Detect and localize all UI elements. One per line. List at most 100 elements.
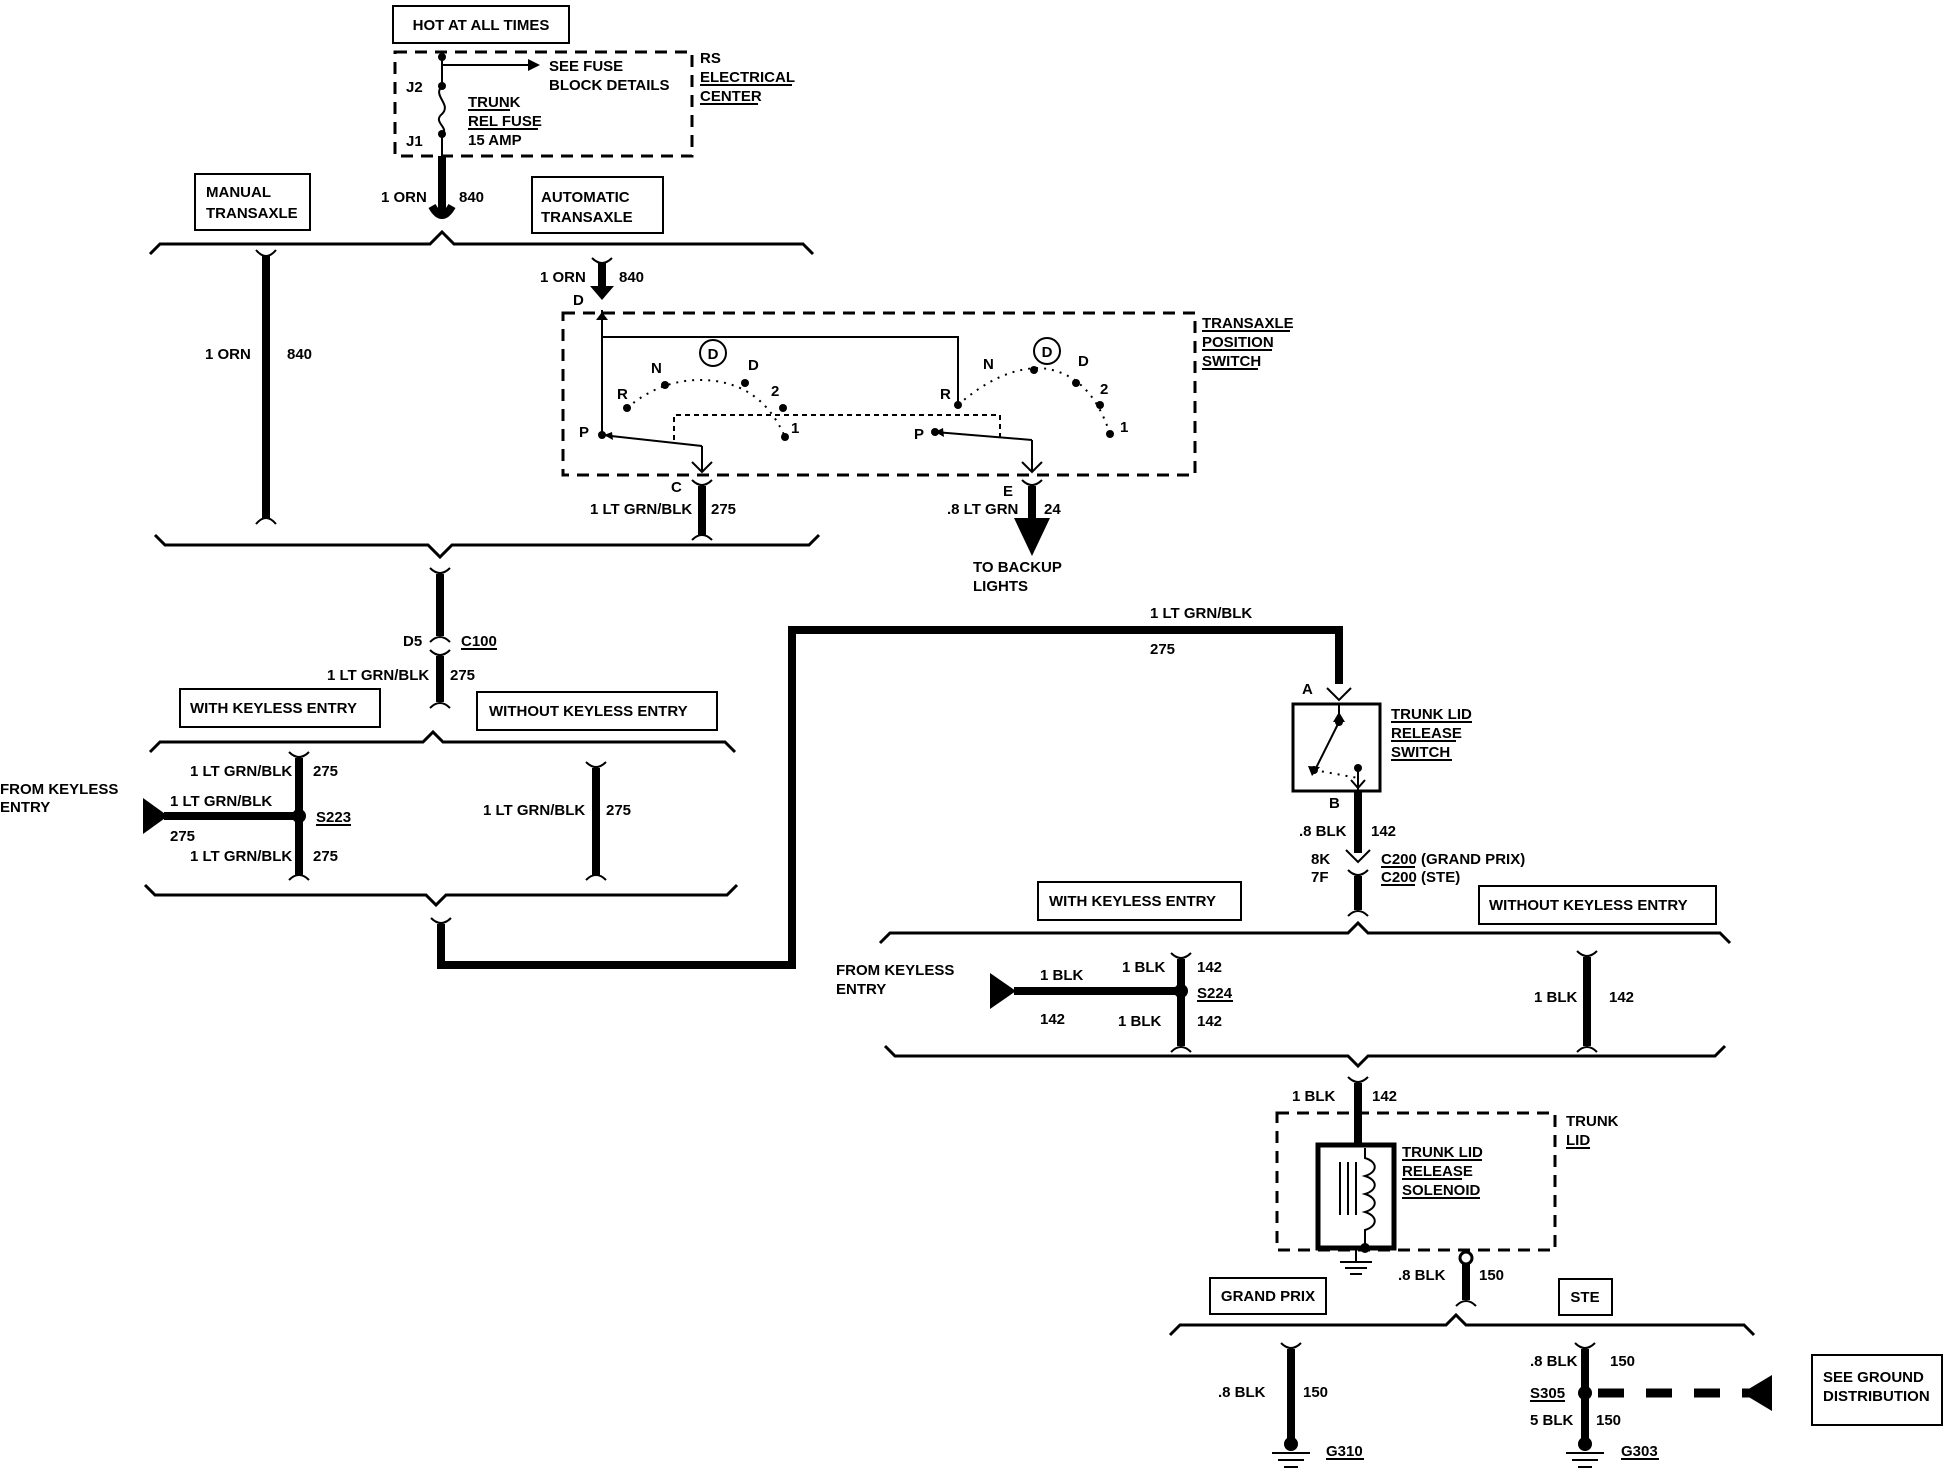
w150-sol-label: 150 — [1479, 1267, 1504, 1284]
d-label-1: D — [748, 357, 759, 374]
s224-top-w-label: 1 BLK — [1122, 959, 1166, 976]
s223-bot-w-label: 1 LT GRN/BLK — [190, 848, 292, 865]
g303-label: G303 — [1621, 1443, 1658, 1460]
j2-label: J2 — [406, 79, 423, 96]
s224-top-n-label: 142 — [1197, 959, 1222, 976]
splice-s224: FROM KEYLESS ENTRY 1 BLK 142 1 BLK 142 S… — [836, 952, 1233, 1053]
option-bar-keyless-bottom — [143, 883, 739, 908]
d-circle-label-1: D — [708, 346, 719, 363]
p-label-2: P — [914, 426, 924, 443]
wire-142-solenoid: 1 BLK 142 — [1292, 1076, 1397, 1145]
gp-w-label: .8 BLK — [1218, 1384, 1266, 1401]
tlrs-label-1: TRUNK LID — [1391, 706, 1472, 723]
without-keyless-box-2: WITHOUT KEYLESS ENTRY — [1478, 885, 1717, 925]
j1-label: J1 — [406, 133, 423, 150]
see-ground-label-1: SEE GROUND — [1823, 1369, 1924, 1386]
hot-at-all-times-box: HOT AT ALL TIMES — [392, 5, 570, 44]
ste-label: STE — [1570, 1289, 1599, 1306]
see-fuse-label-1: SEE FUSE — [549, 58, 623, 75]
ste-top-w-label: .8 BLK — [1530, 1353, 1578, 1370]
s223-left-n-label: 275 — [170, 828, 195, 845]
wire-150-solenoid: .8 BLK 150 — [1398, 1250, 1504, 1307]
one-label-1: 1 — [791, 420, 799, 437]
nokey-1-n-label: 275 — [606, 802, 631, 819]
s305-label: S305 — [1530, 1385, 1565, 1402]
backup-label-1: TO BACKUP — [973, 559, 1062, 576]
ste-bot-n-label: 150 — [1596, 1412, 1621, 1429]
manual-label-1: MANUAL — [206, 184, 271, 201]
splice-s305-ground-g303: .8 BLK 150 S305 5 BLK 150 G303 — [1530, 1342, 1782, 1468]
manual-label-2: TRANSAXLE — [206, 205, 298, 222]
nokey-1-w-label: 1 LT GRN/BLK — [483, 802, 585, 819]
hot-at-all-times-label: HOT AT ALL TIMES — [413, 17, 550, 34]
s224-left-n-label: 142 — [1040, 1011, 1065, 1028]
r-label-1: R — [617, 386, 628, 403]
rs-label: RS — [700, 50, 721, 67]
trunk-lid-release-switch: A TRUNK LID RELEASE SWITCH — [1291, 681, 1472, 793]
w142-sw-label: 142 — [1371, 823, 1396, 840]
w840-top-label: 840 — [459, 189, 484, 206]
ltgrn-275-tps-label: 1 LT GRN/BLK — [590, 501, 692, 518]
option-bar-keyless2-bottom — [883, 1044, 1727, 1069]
ste-box: STE — [1558, 1278, 1613, 1316]
manual-transaxle-box: MANUAL TRANSAXLE — [194, 173, 311, 231]
with-keyless-box-2: WITH KEYLESS ENTRY — [1037, 881, 1242, 921]
wire-142-c200: B .8 BLK 142 8K 7F C200 (GRAND PRIX) C20… — [1299, 791, 1525, 917]
option-bar-ground — [1168, 1312, 1756, 1337]
s223-bot-n-label: 275 — [313, 848, 338, 865]
option-bar-keyless-top — [148, 729, 737, 754]
transaxle-position-switch: TRANSAXLE POSITION SWITCH D R N D 2 P 1 — [561, 310, 1294, 477]
sol-label-2: RELEASE — [1402, 1163, 1473, 1180]
trunk-rel-label-1: TRUNK — [468, 94, 521, 111]
pin-a-label: A — [1302, 681, 1313, 698]
trunk-rel-label-2: REL FUSE — [468, 113, 542, 130]
without-keyless-box-1: WITHOUT KEYLESS ENTRY — [476, 691, 718, 731]
wire-142-no-keyless: 1 BLK 142 — [1534, 950, 1634, 1053]
grand-prix-box: GRAND PRIX — [1209, 1277, 1327, 1315]
tps-label-2: POSITION — [1202, 334, 1274, 351]
with-keyless-box-1: WITH KEYLESS ENTRY — [179, 688, 381, 728]
w840-left-label: 840 — [287, 346, 312, 363]
trunk-rel-fuse: J2 J1 SEE FUSE BLOCK DETAILS TRUNK REL F… — [406, 53, 670, 156]
orn-top-label: 1 ORN — [381, 189, 427, 206]
blk150-sol-label: .8 BLK — [1398, 1267, 1446, 1284]
from-keyless-1a-label: FROM KEYLESS — [0, 781, 118, 798]
trunk-rel-label-3: 15 AMP — [468, 132, 522, 149]
two-label-1: 2 — [771, 383, 779, 400]
see-ground-distribution-box: SEE GROUND DISTRIBUTION — [1811, 1354, 1943, 1426]
from-keyless-2a-label: FROM KEYLESS — [836, 962, 954, 979]
trunk-lid-label-2: LID — [1566, 1132, 1590, 1149]
ste-top-n-label: 150 — [1610, 1353, 1635, 1370]
sol-label-1: TRUNK LID — [1402, 1144, 1483, 1161]
p-label-1: P — [579, 424, 589, 441]
ground-g310: .8 BLK 150 G310 — [1218, 1342, 1364, 1468]
c100-label: C100 — [461, 633, 497, 650]
ste-bot-w-label: 5 BLK — [1530, 1412, 1574, 1429]
s223-top-n-label: 275 — [313, 763, 338, 780]
trunk-lid-release-solenoid: TRUNK LID TRUNK LID RELEASE SOLENOID — [1275, 1111, 1619, 1275]
option-bar-transaxle-top — [148, 229, 815, 256]
backup-label-2: LIGHTS — [973, 578, 1028, 595]
without-keyless-label-1: WITHOUT KEYLESS ENTRY — [489, 703, 688, 720]
sol-label-3: SOLENOID — [1402, 1182, 1481, 1199]
pin-e-label: E — [1003, 483, 1013, 500]
w275-tps-label: 275 — [711, 501, 736, 518]
option-bar-transaxle-bottom — [153, 533, 821, 560]
see-fuse-label-2: BLOCK DETAILS — [549, 77, 670, 94]
trunk-lid-label-1: TRUNK — [1566, 1113, 1619, 1130]
without-keyless-label-2: WITHOUT KEYLESS ENTRY — [1489, 897, 1688, 914]
top-run-w-label: 1 LT GRN/BLK — [1150, 605, 1252, 622]
gp-n-label: 150 — [1303, 1384, 1328, 1401]
grand-prix-label: GRAND PRIX — [1221, 1288, 1315, 1305]
g310-label: G310 — [1326, 1443, 1363, 1460]
blk142-sw-label: .8 BLK — [1299, 823, 1347, 840]
d-label-2: D — [1078, 353, 1089, 370]
nokey-2-w-label: 1 BLK — [1534, 989, 1578, 1006]
splice-s223: FROM KEYLESS ENTRY 1 LT GRN/BLK 275 1 LT… — [0, 751, 351, 881]
blk142-sol-label: 1 BLK — [1292, 1088, 1336, 1105]
d-circle-label-2: D — [1042, 344, 1053, 361]
w142-sol-label: 142 — [1372, 1088, 1397, 1105]
c200-ste-label: C200 (STE) — [1381, 869, 1460, 886]
with-keyless-label-1: WITH KEYLESS ENTRY — [190, 700, 357, 717]
